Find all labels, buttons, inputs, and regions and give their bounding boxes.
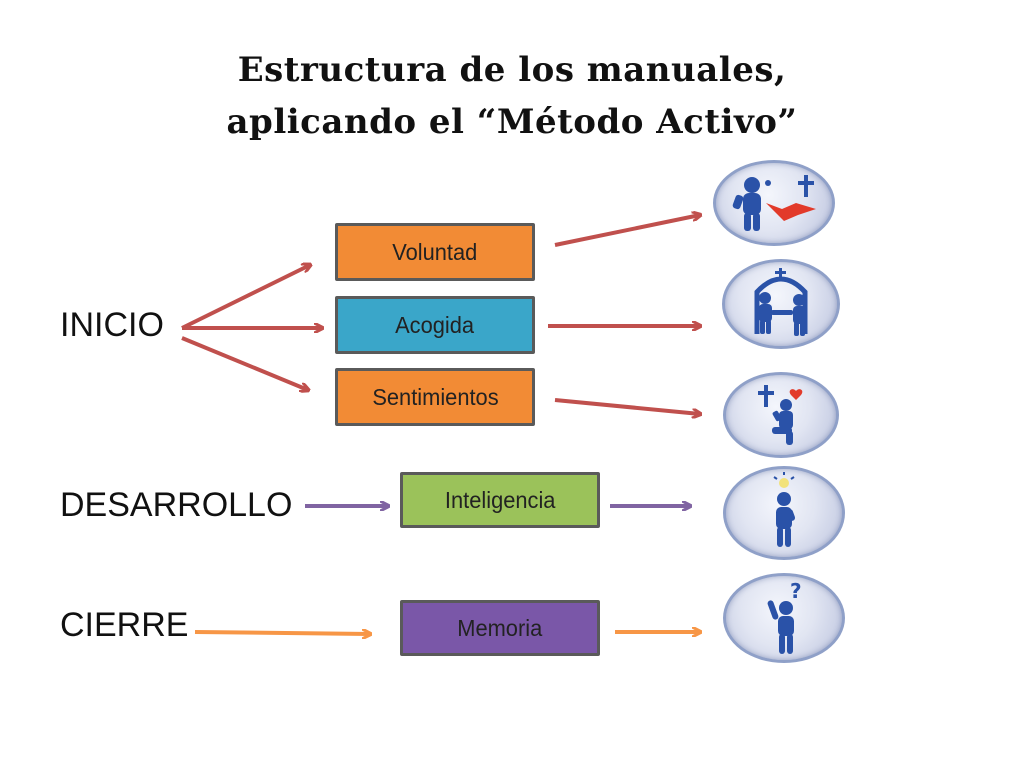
slide-title: Estructura de los manuales, aplicando el… bbox=[0, 44, 1024, 148]
box-sentimientos-label: Sentimientos bbox=[371, 383, 499, 410]
box-acogida-label: Acogida bbox=[395, 311, 475, 338]
stage-desarrollo: DESARROLLO bbox=[60, 486, 293, 524]
box-memoria-label: Memoria bbox=[457, 614, 543, 641]
arrow-inicio-sentimientos bbox=[181, 336, 308, 390]
figure-kneeling-praying-icon bbox=[723, 372, 839, 458]
box-voluntad: Voluntad bbox=[335, 223, 535, 281]
arrow-inicio-voluntad bbox=[181, 265, 310, 330]
title-line-1: Estructura de los manuales, bbox=[237, 50, 787, 90]
figure-rejecting-cross-icon bbox=[713, 160, 835, 246]
box-acogida: Acogida bbox=[335, 296, 535, 354]
box-inteligencia-label: Inteligencia bbox=[444, 486, 556, 513]
figures-handshake-arch-icon bbox=[722, 259, 840, 349]
title-line-2: aplicando el “Método Activo” bbox=[226, 102, 798, 142]
arrow-sentimientos-icon bbox=[554, 398, 700, 414]
box-voluntad-label: Voluntad bbox=[392, 238, 478, 265]
box-inteligencia: Inteligencia bbox=[400, 472, 600, 528]
box-sentimientos: Sentimientos bbox=[335, 368, 535, 426]
arrow-cierre-memoria bbox=[194, 632, 370, 634]
figure-question-mark-icon: ? bbox=[723, 573, 845, 663]
figure-thinking-lightbulb-icon bbox=[723, 466, 845, 560]
stage-inicio: INICIO bbox=[60, 306, 164, 344]
arrow-voluntad-icon bbox=[554, 215, 700, 247]
stage-cierre: CIERRE bbox=[60, 606, 189, 644]
box-memoria: Memoria bbox=[400, 600, 600, 656]
svg-text:?: ? bbox=[790, 579, 802, 603]
